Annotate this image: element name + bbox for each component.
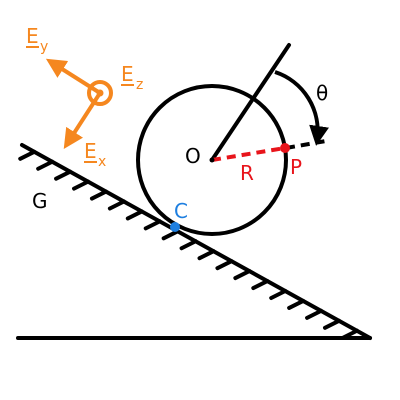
- contact-point-marker: [170, 222, 180, 232]
- ey-vector-arrow: [45, 58, 102, 95]
- hatch-mark: [251, 279, 270, 291]
- reference-line: [210, 43, 291, 162]
- hatch-mark: [125, 209, 144, 221]
- hatch-mark: [18, 149, 37, 161]
- angle-arc: [274, 70, 329, 146]
- point-label: P: [290, 155, 302, 179]
- ey-label: E y: [26, 24, 48, 55]
- point-p-marker: [280, 143, 290, 153]
- hatch-mark: [36, 159, 55, 171]
- hatch-mark: [72, 179, 91, 191]
- hatch-mark: [107, 199, 126, 211]
- hatch-mark: [197, 249, 216, 261]
- angle-label: θ: [316, 81, 328, 105]
- hatch-mark: [305, 308, 324, 320]
- hatch-mark: [54, 169, 73, 181]
- center-point-marker: [209, 157, 215, 163]
- ey-label-subscript: y: [40, 39, 48, 55]
- incline-hatching: [18, 149, 359, 340]
- radius-label: R: [240, 161, 254, 185]
- hatch-mark: [323, 318, 342, 330]
- ex-label-subscript: x: [98, 154, 106, 170]
- ey-label-letter: E: [26, 24, 39, 48]
- ez-label-letter: E: [121, 62, 134, 86]
- hatch-mark: [143, 219, 162, 231]
- radius-line: [211, 146, 286, 162]
- radius-extension-line: [285, 139, 327, 150]
- hatch-mark: [233, 269, 252, 281]
- ex-label-letter: E: [84, 139, 97, 163]
- hatch-mark: [269, 288, 288, 300]
- ground-label: G: [32, 189, 48, 213]
- ex-label: E x: [84, 139, 106, 170]
- hatch-mark: [179, 239, 198, 251]
- ez-vector-dot: [96, 89, 104, 97]
- hatch-mark: [215, 259, 234, 271]
- center-label: O: [185, 144, 201, 168]
- hatch-mark: [161, 229, 180, 241]
- ez-label-subscript: z: [136, 77, 143, 93]
- ez-label: E z: [121, 62, 143, 93]
- hatch-mark: [340, 328, 359, 340]
- wheel-circle: [136, 84, 288, 236]
- contact-label: C: [174, 199, 188, 223]
- hatch-mark: [89, 189, 108, 201]
- ez-vector-symbol: [87, 80, 113, 106]
- hatch-mark: [287, 298, 306, 310]
